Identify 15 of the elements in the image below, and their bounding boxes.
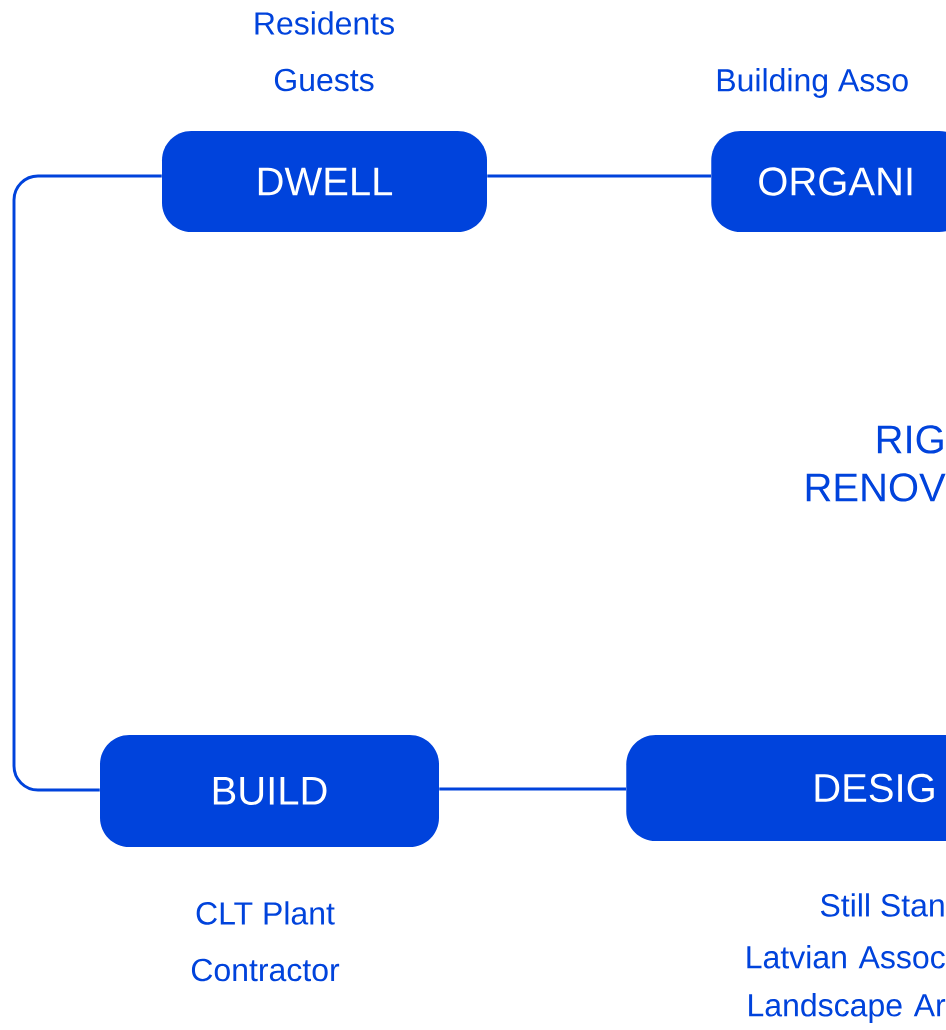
center-title: RIG RENOV [806,425,946,502]
connector-line [439,787,626,791]
role-label: CLT Plant [196,901,335,925]
role-label: Building Asso [717,68,908,98]
connector-line [12,174,162,792]
role-label: Contractor [191,958,340,982]
stage-box: BUILD [100,735,439,847]
stage-box: ORGANI [711,131,946,232]
connector-line [487,174,711,178]
role-label: Still Stan [820,893,944,917]
role-label: Residents [255,11,394,35]
stage-box: DWELL [162,131,487,232]
stage-box: DESIG [626,735,946,841]
role-label: Latvian Assoc Landscape Ar [747,945,946,1023]
role-label: Guests [274,68,374,92]
